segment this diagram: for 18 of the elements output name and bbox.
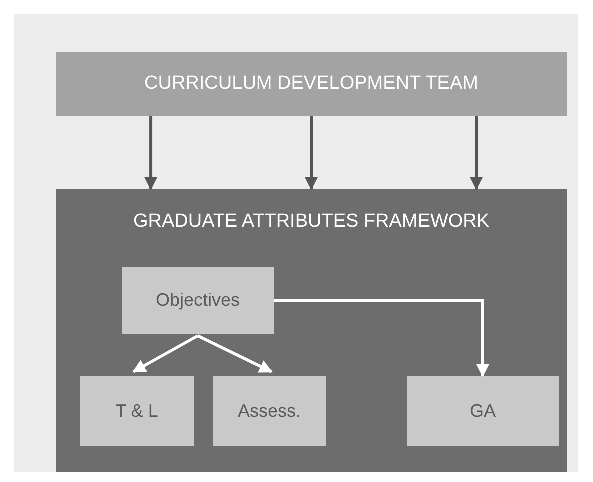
box-label: Assess. <box>238 400 302 422</box>
arrow <box>274 299 490 378</box>
arrow <box>132 334 199 374</box>
process-box <box>122 267 274 334</box>
box-label: CURRICULUM DEVELOPMENT TEAM <box>144 73 478 95</box>
arrow <box>304 116 318 190</box>
arrow <box>197 334 273 374</box>
box-label: Objectives <box>156 290 240 311</box>
arrow <box>470 116 484 190</box>
box-label: GA <box>470 400 496 422</box>
box-label: T & L <box>116 400 158 422</box>
panel-heading: GRADUATE ATTRIBUTES FRAMEWORK <box>133 211 490 233</box>
process-box <box>80 376 194 446</box>
framework-panel <box>56 189 567 472</box>
arrow <box>144 116 158 190</box>
team-banner <box>56 52 567 116</box>
process-box <box>213 376 326 446</box>
process-box <box>407 376 559 446</box>
